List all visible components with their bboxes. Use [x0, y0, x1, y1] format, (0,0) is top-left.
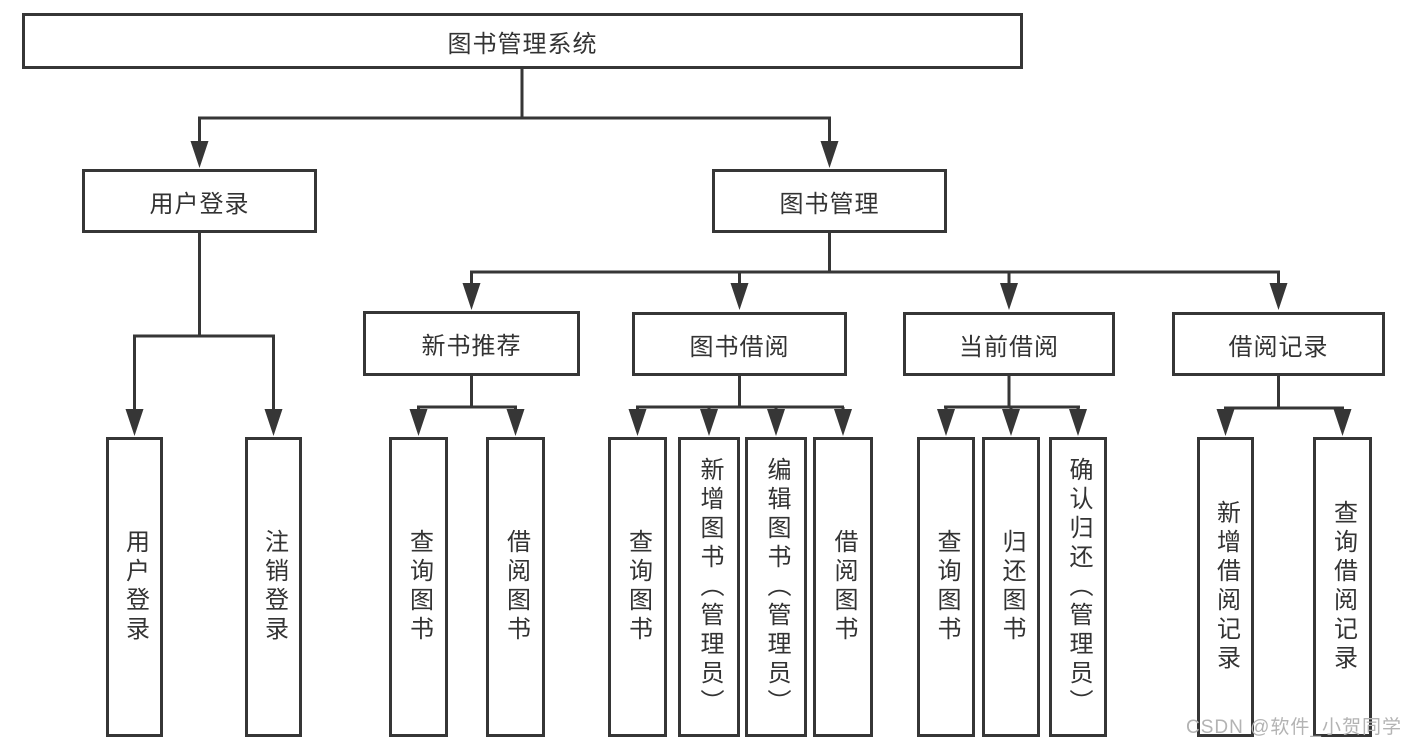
- arrow-down-icon: [190, 141, 209, 168]
- leaf-return-book: 归还图书: [982, 437, 1040, 737]
- arrow-down-icon: [834, 409, 852, 436]
- arrow-down-icon: [937, 409, 955, 436]
- leaf-query-borrow-record: 查询借阅记录: [1313, 437, 1372, 737]
- node-current-borrowing: 当前借阅: [903, 312, 1115, 376]
- node-user-login: 用户登录: [82, 169, 317, 233]
- arrow-down-icon: [700, 409, 718, 436]
- leaf-confirm-return-admin: 确认归还（管理员）: [1049, 437, 1107, 737]
- arrow-down-icon: [730, 283, 749, 310]
- leaf-query-books: 查询图书: [389, 437, 448, 737]
- node-root-library-management-system: 图书管理系统: [22, 13, 1023, 69]
- leaf-borrow-books: 借阅图书: [486, 437, 545, 737]
- arrowheads: [125, 141, 1352, 436]
- arrow-down-icon: [628, 409, 647, 436]
- arrow-down-icon: [1333, 409, 1352, 436]
- leaf-user-login: 用户登录: [106, 437, 163, 737]
- arrow-down-icon: [1000, 283, 1018, 310]
- node-book-management: 图书管理: [712, 169, 947, 233]
- node-borrowing-records: 借阅记录: [1172, 312, 1385, 376]
- arrow-down-icon: [462, 283, 481, 310]
- leaf-add-book-admin: 新增图书（管理员）: [678, 437, 740, 737]
- arrow-down-icon: [1002, 409, 1020, 436]
- arrow-down-icon: [264, 409, 283, 436]
- leaf-add-borrow-record: 新增借阅记录: [1197, 437, 1254, 737]
- leaf-borrow-books: 借阅图书: [813, 437, 873, 737]
- arrow-down-icon: [409, 409, 428, 436]
- arrow-down-icon: [506, 409, 525, 436]
- leaf-query-books: 查询图书: [608, 437, 667, 737]
- watermark: CSDN @软件_小贺同学: [1186, 717, 1402, 738]
- leaf-edit-book-admin: 编辑图书（管理员）: [745, 437, 807, 737]
- node-book-borrowing: 图书借阅: [632, 312, 847, 376]
- arrow-down-icon: [767, 409, 785, 436]
- arrow-down-icon: [125, 409, 144, 436]
- node-new-book-recommend: 新书推荐: [363, 311, 580, 376]
- leaf-query-books: 查询图书: [917, 437, 975, 737]
- arrow-down-icon: [1069, 409, 1087, 436]
- arrow-down-icon: [1269, 283, 1288, 310]
- arrow-down-icon: [1216, 409, 1235, 436]
- leaf-logout: 注销登录: [245, 437, 302, 737]
- arrow-down-icon: [820, 141, 839, 168]
